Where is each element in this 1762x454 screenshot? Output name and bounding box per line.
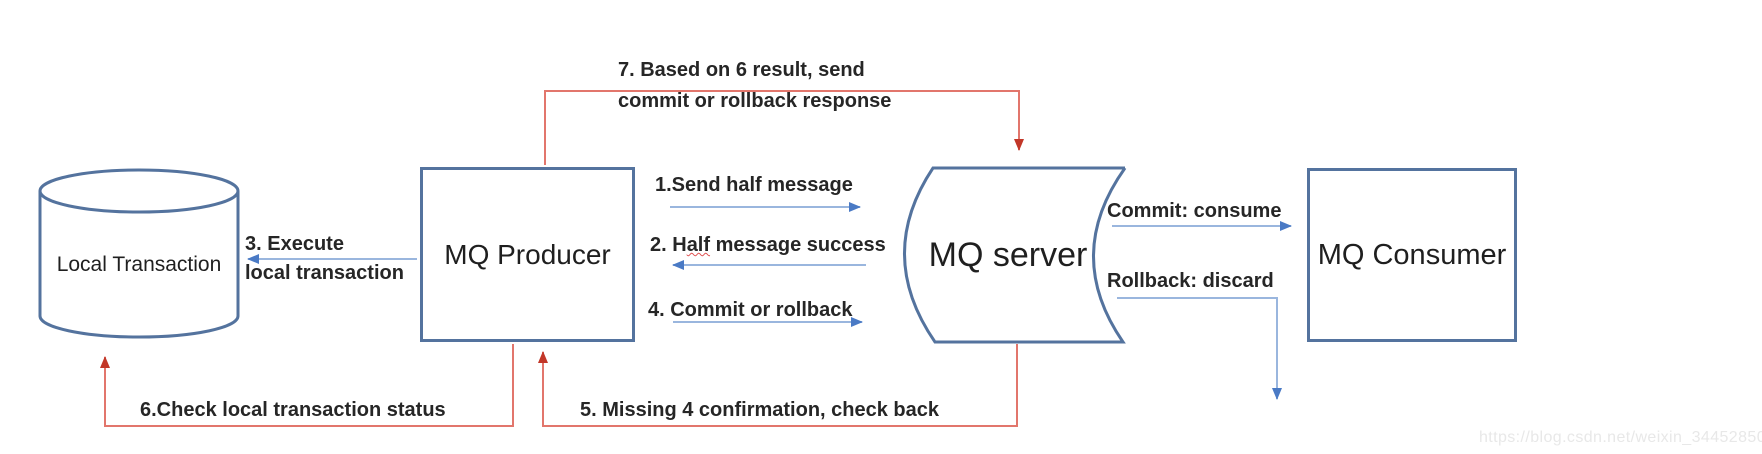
edge-label-step2-pre: 2. H <box>650 234 687 256</box>
node-local-transaction-label: Local Transaction <box>56 253 222 276</box>
arrow-step5-check-back <box>538 344 1018 427</box>
edge-label-step5: 5. Missing 4 confirmation, check back <box>580 399 940 421</box>
node-mq-producer-label: MQ Producer <box>444 238 611 270</box>
cylinder-top-ellipse <box>38 168 240 214</box>
edge-label-step7-line2: commit or rollback response <box>618 90 892 112</box>
edge-label-rollback-discard: Rollback: discard <box>1107 270 1274 292</box>
edge-label-step1: 1.Send half message <box>655 174 853 196</box>
edge-label-step2-post: message success <box>710 234 886 256</box>
edge-label-step3-line1: 3. Execute <box>245 233 344 255</box>
arrow-step6-check-local-transaction-status <box>100 344 514 427</box>
node-mq-server-label: MQ server <box>928 235 1088 274</box>
edge-label-step7-line1: 7. Based on 6 result, send <box>618 59 865 81</box>
edge-label-step2: 2. Half message success <box>650 233 886 257</box>
edge-label-step7: 7. Based on 6 result, send commit or rol… <box>618 55 891 117</box>
node-mq-consumer-label: MQ Consumer <box>1317 238 1507 271</box>
edge-label-step4: 4. Commit or rollback <box>648 299 853 321</box>
watermark-text: https://blog.csdn.net/weixin_34452850 <box>1479 429 1762 446</box>
edge-label-step2-wavy: alf <box>686 234 711 256</box>
node-local-transaction-shape <box>38 168 240 339</box>
node-mq-server-shape <box>903 166 1127 344</box>
node-mq-producer: MQ Producer <box>420 167 635 342</box>
edge-label-step3-line2: local transaction <box>245 262 404 284</box>
arrow-step7-commit-rollback-response <box>544 90 1024 165</box>
edge-label-step6: 6.Check local transaction status <box>140 399 446 421</box>
arrow-rollback-discard <box>1117 297 1282 400</box>
edge-label-step3: 3. Execute local transaction <box>245 230 404 288</box>
edge-label-commit-consume: Commit: consume <box>1107 200 1282 222</box>
node-mq-consumer: MQ Consumer <box>1307 168 1517 342</box>
